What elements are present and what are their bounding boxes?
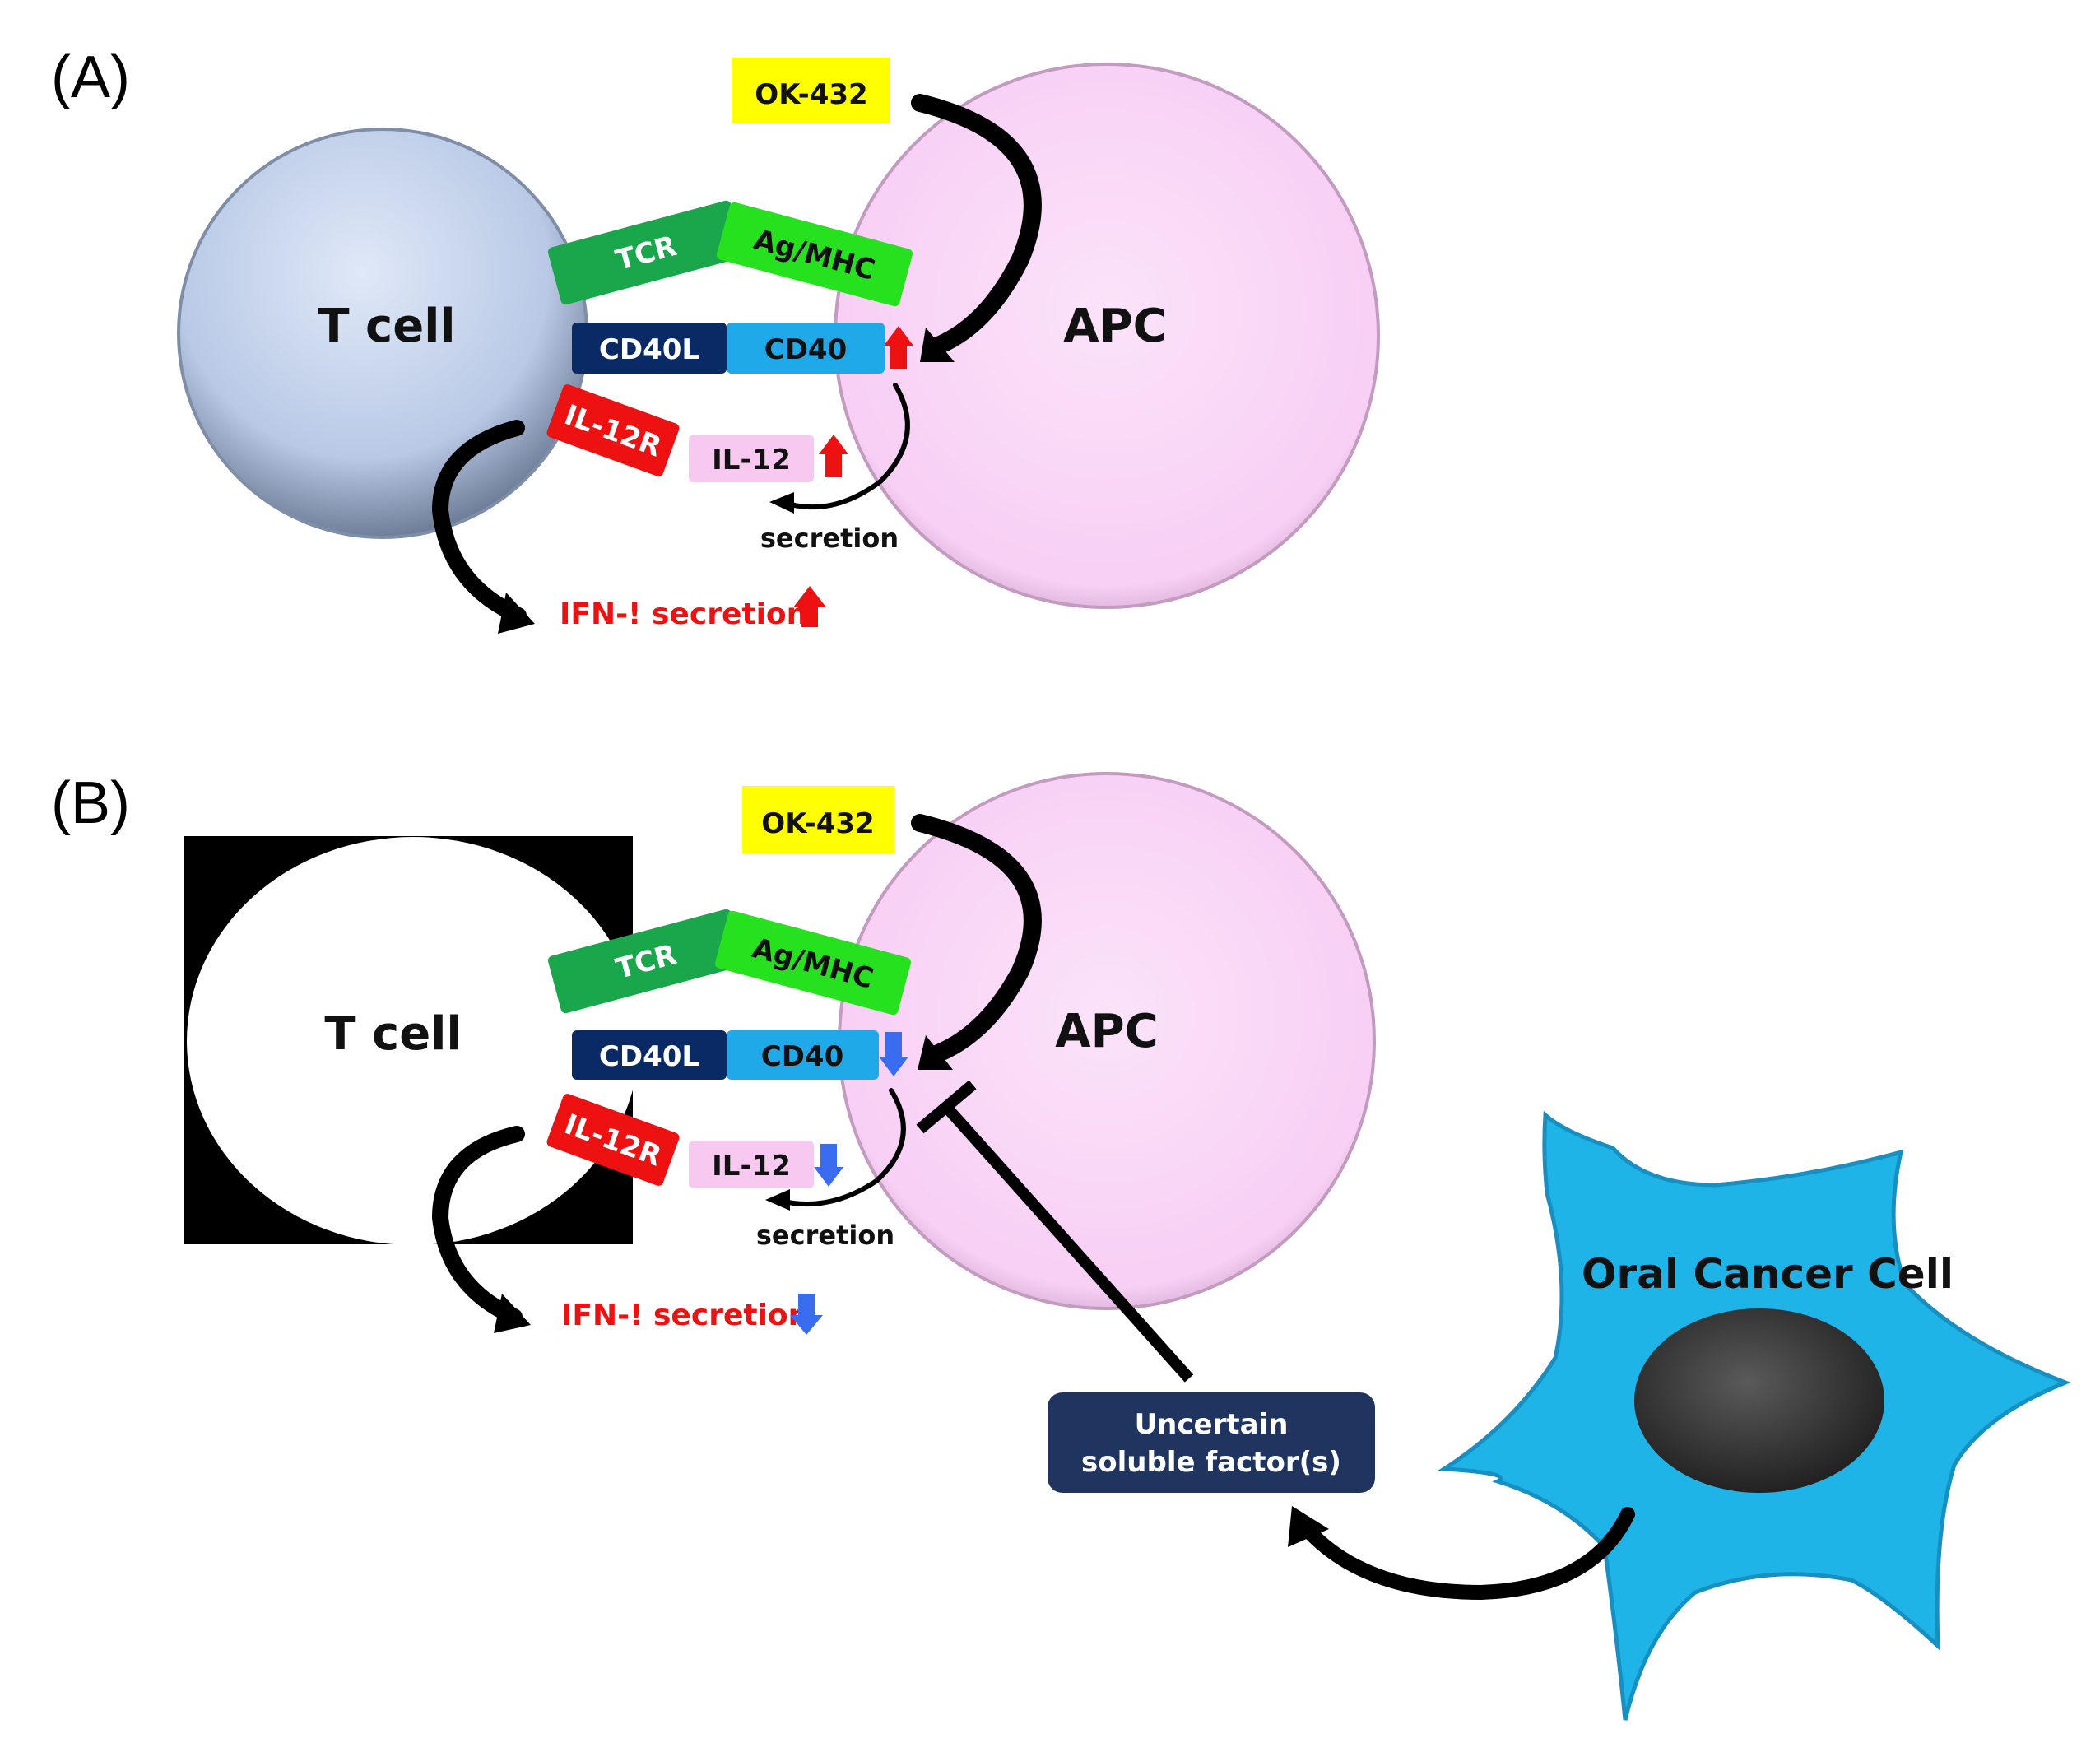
t-cell-b-label: T cell xyxy=(324,1007,462,1061)
apc-b-label: APC xyxy=(1055,1005,1158,1058)
il12-b-label: IL-12 xyxy=(712,1150,791,1183)
ok432-to-cd40-arrow-b xyxy=(911,814,1042,1062)
cancer-nucleus xyxy=(1634,1308,1884,1493)
ifn-arrowhead-a xyxy=(498,593,535,634)
cd40-a-label: CD40 xyxy=(764,333,848,366)
secretion-arrow-b xyxy=(775,1088,906,1206)
factor-line2: soluble factor(s) xyxy=(1081,1446,1341,1479)
cd40-b-label: CD40 xyxy=(761,1040,844,1073)
ifn-b-label: IFN-! secretion xyxy=(561,1299,809,1332)
ifn-up-arrow-a xyxy=(793,586,826,627)
cd40-a xyxy=(727,323,885,374)
ag-mhc-a: Ag/MHC xyxy=(716,202,913,307)
ifn-arrow-b xyxy=(431,1126,525,1325)
cancer-to-factor-arrowhead xyxy=(1288,1506,1329,1547)
ifn-down-arrow-b xyxy=(790,1294,823,1335)
il12-up-arrow-a xyxy=(819,435,848,477)
ifn-a-label: IFN-! secretion xyxy=(560,597,807,631)
tcr-a: TCR xyxy=(547,200,745,305)
il12-a-label: IL-12 xyxy=(712,444,791,476)
secretion-a-label: secretion xyxy=(760,523,899,554)
tcr-b: TCR xyxy=(547,909,745,1014)
oral-cancer-label: Oral Cancer Cell xyxy=(1582,1250,1954,1298)
inhibition-line xyxy=(941,1103,1194,1383)
ok432-arrowhead-b xyxy=(918,1035,953,1070)
soluble-factor-box xyxy=(1048,1392,1375,1493)
ifn-arrowhead-b xyxy=(494,1294,531,1333)
secretion-arrow-a xyxy=(779,383,910,510)
secretion-arrowhead-b xyxy=(765,1189,790,1211)
cd40l-b xyxy=(572,1030,727,1080)
il12r-a: IL-12R xyxy=(546,384,680,476)
cancer-to-factor-arrow xyxy=(1301,1507,1635,1601)
factor-line1: Uncertain xyxy=(1135,1408,1289,1441)
panel-b: (B) T cell APC OK-432 TCR Ag/MHC CD40L C… xyxy=(51,770,2071,1721)
il12-a xyxy=(689,435,814,482)
secretion-b-label: secretion xyxy=(756,1220,894,1251)
cd40-up-arrow-a xyxy=(884,326,913,369)
panel-a-tag: (A) xyxy=(51,44,130,110)
t-cell-a-label: T cell xyxy=(318,300,455,353)
inhibition-bar xyxy=(916,1080,977,1134)
apc-a-label: APC xyxy=(1063,300,1166,353)
cd40l-b-label: CD40L xyxy=(599,1040,699,1073)
cd40-b xyxy=(727,1030,879,1080)
ok432-box-a xyxy=(732,58,890,123)
ok432-box-b xyxy=(742,786,894,853)
cd40l-a xyxy=(572,323,727,374)
ok432-a-label: OK-432 xyxy=(755,78,867,111)
cd40l-a-label: CD40L xyxy=(599,333,699,366)
ok432-arrowhead-a xyxy=(920,328,955,362)
cd40-down-arrow-b xyxy=(879,1032,908,1076)
t-cell-b xyxy=(187,837,639,1245)
il12-down-arrow-b xyxy=(814,1144,843,1187)
secretion-arrowhead-a xyxy=(769,492,794,514)
ok432-to-cd40-arrow-a xyxy=(911,94,1042,355)
panel-b-tag: (B) xyxy=(51,770,130,836)
il12-b xyxy=(689,1141,814,1188)
ifn-arrow-a xyxy=(431,420,527,624)
ok432-b-label: OK-432 xyxy=(761,807,874,840)
panel-a: (A) T cell APC OK-432 TCR Ag/MHC CD40L C… xyxy=(51,44,1380,634)
